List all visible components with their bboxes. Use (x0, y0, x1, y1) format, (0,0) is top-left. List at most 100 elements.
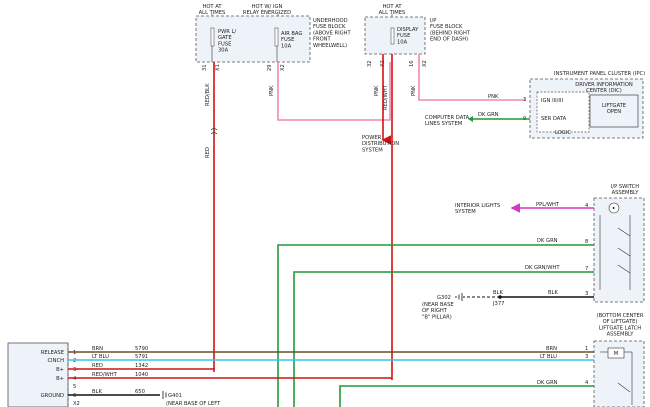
dk-grn-wht-label: DK GRN/WHT (525, 265, 560, 271)
module-release-label: RELEASE (41, 350, 64, 356)
ground-g302-label: G302 (437, 295, 451, 301)
module-cinch-label: CINCH (47, 358, 64, 364)
latch-lt-blu-label: LT BLU (540, 354, 557, 360)
red-wht-label: RED/WHT (92, 372, 118, 378)
ground-g401-location: (NEAR BASE OF LEFT (166, 401, 221, 407)
latch-dk-grn-wire (339, 385, 594, 407)
latch-pin-4: 4 (585, 380, 589, 386)
red-wht-label-top: RED/WHT (383, 84, 389, 110)
pink-ipc-wire (418, 54, 525, 101)
module-connector-x2: X2 (73, 401, 80, 407)
logic-label: LOGIC (555, 130, 571, 136)
pin-16: 16 (409, 60, 415, 67)
circuit-5791: 5791 (135, 354, 148, 360)
latch-pin-3: 3 (585, 354, 588, 360)
splice-j377-label: J377 (492, 301, 504, 307)
latch-motor-label: M (614, 351, 618, 357)
latch-brn-label: BRN (546, 346, 557, 352)
latch-dk-grn-label: DK GRN (537, 380, 558, 386)
module-pin-1: 1 (73, 350, 76, 356)
module-pin-3: 3 (73, 367, 76, 373)
ip-pin-4: 4 (585, 203, 589, 209)
ip-switch-lamp-icon (608, 202, 620, 214)
ip-pin-7: 7 (585, 266, 588, 272)
ground-g401-icon (162, 391, 167, 399)
module-bplus-label-1: B+ (56, 367, 64, 373)
ipc-title: INSTRUMENT PANEL CLUSTER (IPC) (554, 71, 645, 77)
dk-grn-wht-wire (293, 271, 594, 407)
red-wire-label: RED (205, 147, 211, 158)
pnk-label-3: PNK (411, 85, 417, 96)
module-pin-4: 4 (73, 376, 77, 382)
ipc-dk-grn-label: DK GRN (478, 112, 499, 118)
circuit-1342: 1342 (135, 363, 148, 369)
red-label: RED (92, 363, 103, 369)
pwr-liftgate-fuse-symbol (210, 27, 215, 47)
pnk-label-2: PNK (374, 85, 380, 96)
pin-32: 32 (367, 60, 373, 67)
dk-grn-switch-wire (277, 244, 594, 407)
module-ground-label: GROUND (41, 393, 64, 399)
logic-box (536, 91, 590, 133)
pink-airbag-wire (277, 62, 391, 121)
blk-label: BLK (92, 389, 102, 395)
pin-31: 31 (202, 64, 208, 71)
liftgate-open-display (589, 94, 639, 128)
splice-blk-label: BLK (493, 290, 503, 296)
ipc-pin-3: 3 (523, 97, 526, 103)
brn-label: BRN (92, 346, 103, 352)
circuit-1040: 1040 (135, 372, 148, 378)
pin-29: 29 (267, 64, 273, 71)
red-module-wire (68, 368, 215, 370)
module-bplus-label-2: B+ (56, 376, 64, 382)
ip-switch-assembly (593, 197, 645, 303)
circuit-5790: 5790 (135, 346, 148, 352)
svg-text:⯈: ⯈ (612, 206, 616, 212)
ip-pin-3: 3 (585, 291, 588, 297)
ser-data-label: SER DATA (541, 116, 567, 122)
circuit-650: 650 (135, 389, 145, 395)
underhood-fuse-block (195, 15, 311, 63)
latch-pin-1: 1 (585, 346, 588, 352)
ipc-pnk-label: PNK (488, 94, 499, 100)
ground-g401-label: G401 (168, 393, 182, 399)
airbag-fuse-symbol (274, 27, 279, 47)
module-pin-6: 6 (73, 393, 76, 399)
lt-blu-label: LT BLU (92, 354, 109, 360)
blk-switch-label: BLK (548, 290, 558, 296)
ip-pin-8: 8 (585, 239, 588, 245)
ppl-wht-label: PPL/WHT (536, 202, 560, 208)
ip-fuse-block (364, 16, 426, 55)
splice-j377 (498, 295, 502, 299)
pnk-label-1: PNK (269, 85, 275, 96)
latch-motor-icon (607, 347, 625, 359)
pin-x1: X1 (215, 64, 221, 71)
module-pin-2: 2 (73, 358, 76, 364)
ground-g302-icon (455, 293, 463, 301)
ip-switch-contacts (599, 215, 631, 290)
module-pin-5: 5 (73, 384, 76, 390)
dk-grn-switch-label: DK GRN (537, 238, 558, 244)
pin-x2-b: X2 (422, 60, 428, 67)
display-fuse-symbol (390, 27, 395, 45)
ign-label: IGN III/III (541, 98, 563, 104)
pin-x2: X2 (280, 64, 286, 71)
